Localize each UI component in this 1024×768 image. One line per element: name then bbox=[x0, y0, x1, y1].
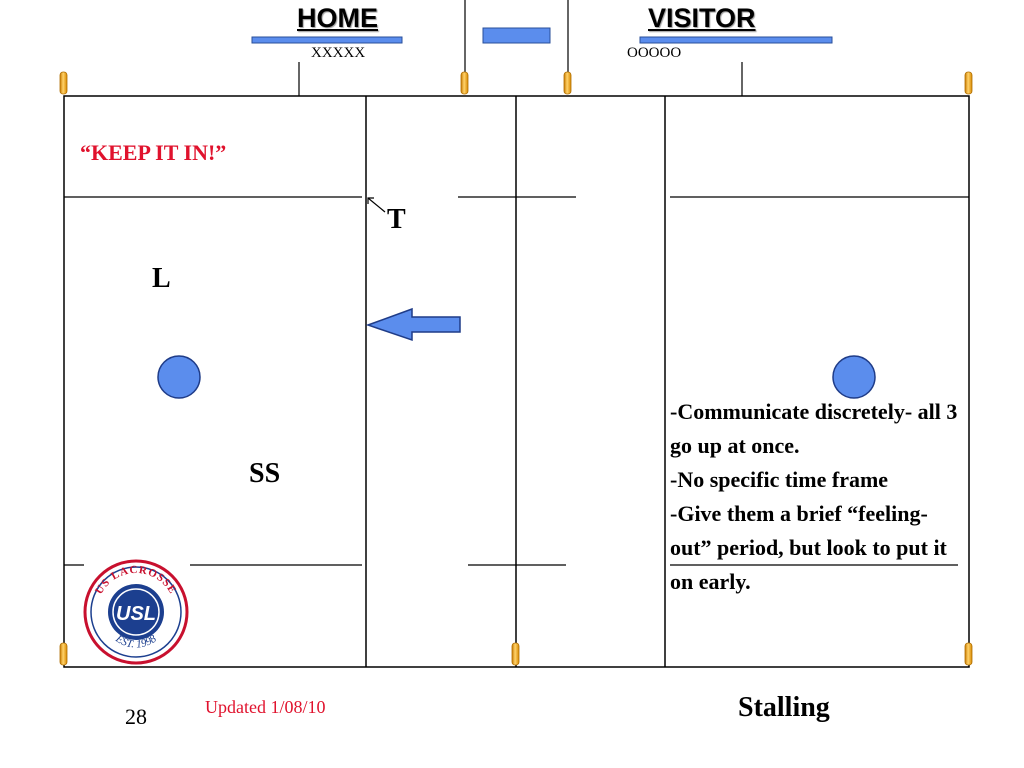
player-t-label: T bbox=[387, 204, 406, 235]
direction-arrow bbox=[365, 307, 461, 342]
keep-it-in-callout: “KEEP IT IN!” bbox=[80, 140, 227, 165]
updated-date: Updated 1/08/10 bbox=[205, 697, 326, 717]
visitor-label: VISITOR bbox=[648, 3, 756, 33]
visitor-score: OOOOO bbox=[627, 45, 682, 61]
visitor-bar bbox=[639, 36, 833, 44]
note-item: -Give them a brief “feeling-out” period,… bbox=[670, 501, 947, 594]
home-label: HOME bbox=[297, 3, 378, 33]
us-lacrosse-logo: US LACROSSE EST. 1998 USL bbox=[83, 559, 189, 665]
posts bbox=[59, 71, 973, 666]
home-score: XXXXX bbox=[311, 45, 366, 61]
logo-center-text: USL bbox=[116, 603, 156, 625]
slide-title: Stalling bbox=[738, 692, 830, 723]
post bbox=[563, 71, 572, 95]
t-pointer-line bbox=[367, 197, 386, 213]
post bbox=[964, 71, 973, 95]
coaching-notes: -Communicate discretely- all 3 go up at … bbox=[670, 395, 960, 599]
post bbox=[59, 71, 68, 95]
slide-number: 28 bbox=[125, 704, 147, 729]
center-marker bbox=[482, 27, 551, 44]
player-circle-left bbox=[157, 355, 201, 399]
player-ss-label: SS bbox=[249, 458, 281, 489]
home-bar bbox=[251, 36, 403, 44]
player-circle-right bbox=[832, 355, 876, 399]
post bbox=[59, 642, 68, 666]
post bbox=[460, 71, 469, 95]
post bbox=[964, 642, 973, 666]
post bbox=[511, 642, 520, 666]
t-pointer-head bbox=[367, 197, 374, 204]
note-item: -No specific time frame bbox=[670, 467, 889, 492]
note-item: -Communicate discretely- all 3 go up at … bbox=[670, 399, 958, 458]
player-l-label: L bbox=[152, 263, 171, 294]
